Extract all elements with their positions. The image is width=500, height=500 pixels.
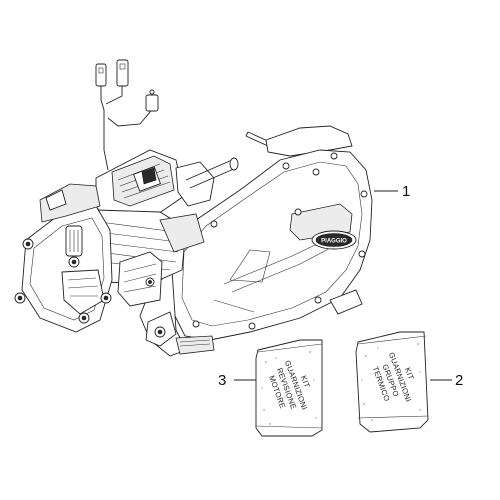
kit-2-line-1: KIT: [403, 366, 416, 381]
cover-logo-badge: PIAGGIO: [311, 230, 357, 250]
gasket-kit-thermal-group[interactable]: KIT GUARNIZIONI GRUPPO TERMICO: [355, 331, 429, 433]
callout-3[interactable]: 3: [218, 372, 226, 389]
gasket-kit-engine-overhaul[interactable]: KIT GUARNIZIONI REVISIONE MOTORE: [255, 339, 323, 437]
engine-assembly[interactable]: PIAGGIO: [14, 59, 373, 357]
kit-3-line-1: KIT: [299, 374, 312, 389]
cover-bolts: [192, 152, 368, 330]
callout-2[interactable]: 2: [455, 372, 463, 389]
wiring-harness: [95, 59, 159, 171]
kit-bag-texture: [261, 343, 421, 425]
callout-1[interactable]: 1: [402, 183, 410, 200]
cover-logo-text: PIAGGIO: [321, 239, 347, 245]
crankcase-front: [14, 183, 155, 333]
cylinder-head: [95, 149, 185, 227]
